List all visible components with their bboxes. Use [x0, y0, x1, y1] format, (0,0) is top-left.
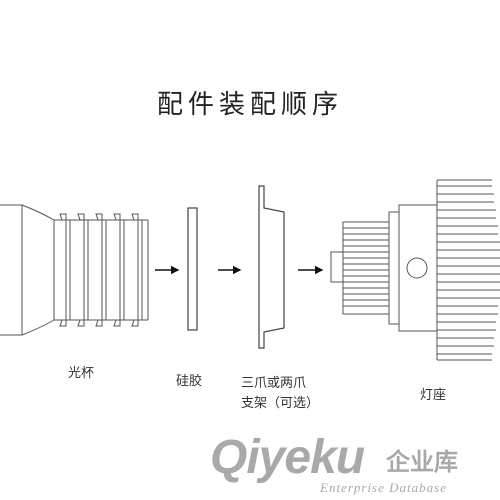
part-label-bracket-line1: 三爪或两爪 [241, 376, 307, 391]
part-label-reflector: 光杯 [68, 366, 95, 381]
diagram-title: 配件装配顺序 [156, 90, 343, 120]
watermark-en: Enterprise Database [320, 480, 447, 495]
silicone-gasket-drawing [187, 207, 198, 331]
part-label-lamp-base: 灯座 [420, 388, 447, 403]
watermark-cn: 企业库 [386, 448, 458, 476]
part-label-silicone: 硅胶 [176, 374, 203, 389]
bracket-drawing [258, 185, 285, 349]
watermark-logo: Qiyeku 企业库 Enterprise Database [200, 431, 500, 500]
lamp-base-drawing [330, 179, 500, 361]
part-label-bracket-line2: 支架（可选） [241, 396, 320, 411]
watermark-brand: Qiyeku [210, 431, 365, 484]
reflector-cup-drawing [0, 204, 149, 336]
